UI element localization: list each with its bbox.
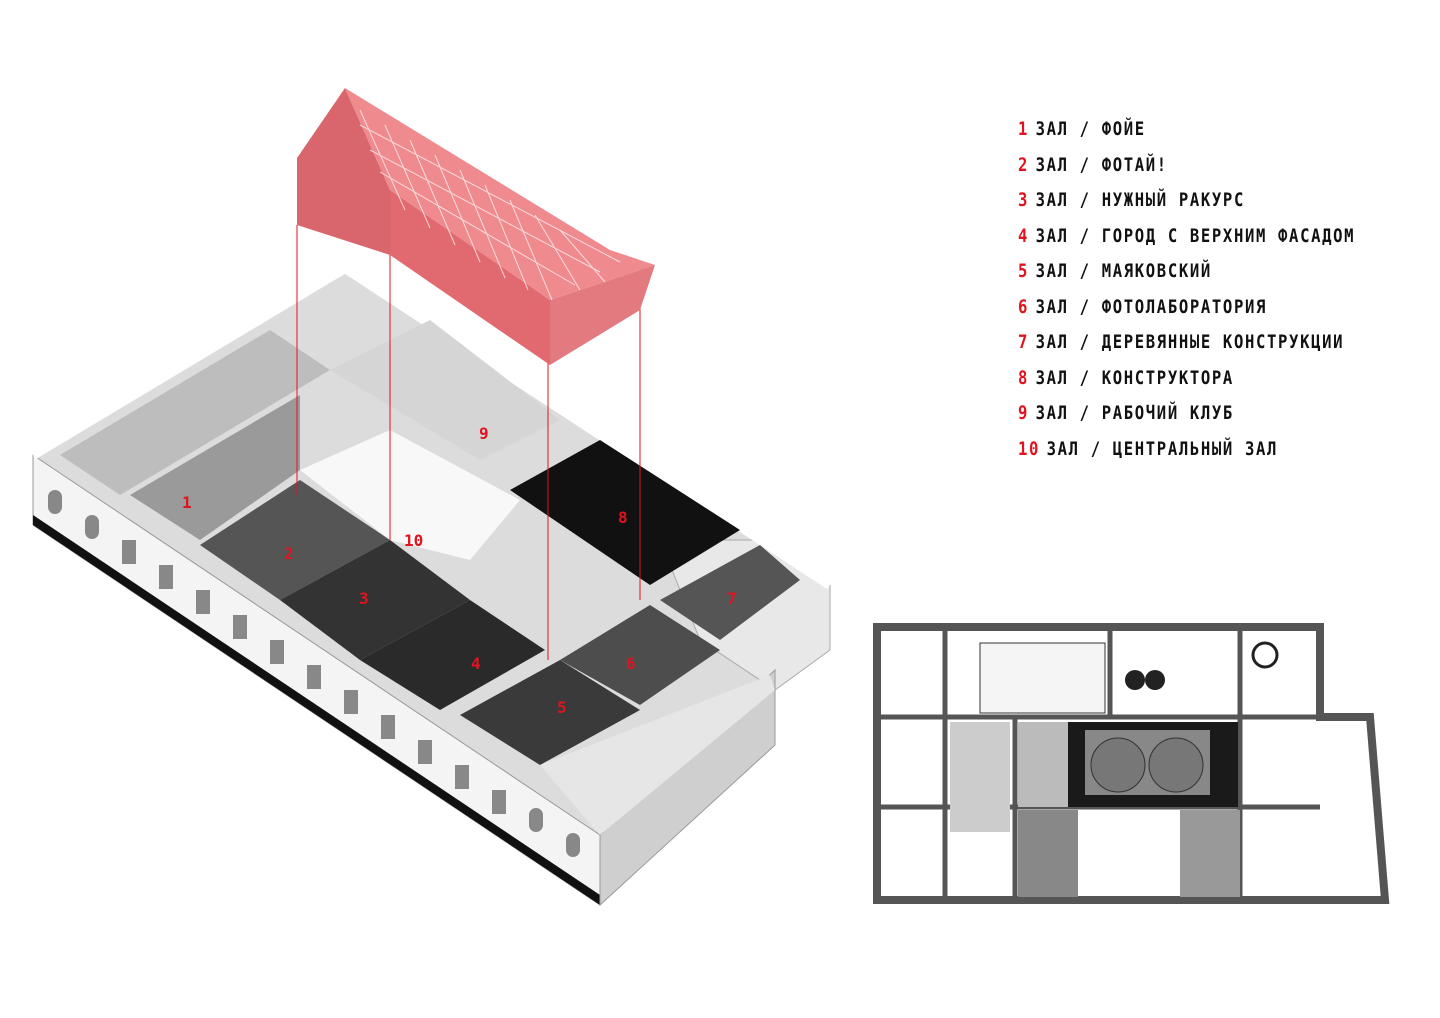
roof-structure (297, 88, 655, 365)
plan-room-9 (979, 642, 1106, 714)
room-number-4: 4 (471, 654, 481, 673)
room-1 (130, 395, 300, 540)
room-7 (660, 545, 800, 640)
room-4 (360, 600, 545, 710)
room-2 (200, 480, 390, 600)
plan-room-10-entry (1018, 722, 1068, 807)
room-number-6: 6 (626, 654, 636, 673)
end-room (540, 675, 775, 835)
plan-round-element (1090, 737, 1146, 793)
plan-round-element (1148, 737, 1204, 793)
room-back-left (60, 330, 330, 495)
room-number-9: 9 (479, 424, 489, 443)
room-10 (300, 430, 520, 560)
plan-room-5 (1018, 810, 1078, 897)
floor-plan (873, 623, 1390, 904)
plan-object (1251, 641, 1279, 669)
plan-object (1145, 670, 1165, 690)
room-number-1: 1 (182, 493, 192, 512)
room-6 (560, 605, 720, 705)
plan-staircase (950, 722, 1010, 832)
wall-top (30, 262, 833, 590)
room-3 (280, 540, 470, 660)
room-number-2: 2 (284, 544, 294, 563)
projection-lines (296, 225, 641, 660)
room-number-7: 7 (727, 589, 737, 608)
room-5 (460, 660, 640, 765)
plan-room-pattern (1180, 810, 1240, 897)
room-number-10: 10 (404, 531, 423, 550)
facade-windows (48, 490, 580, 857)
room-number-3: 3 (359, 589, 369, 608)
facade-plinth (33, 515, 600, 905)
room-number-5: 5 (557, 698, 567, 717)
room-8 (510, 440, 740, 585)
axonometric-building-view: 1 2 3 4 5 6 7 8 9 10 (30, 88, 833, 907)
room-number-8: 8 (618, 508, 628, 527)
plan-object (1125, 670, 1145, 690)
room-9 (330, 320, 560, 460)
